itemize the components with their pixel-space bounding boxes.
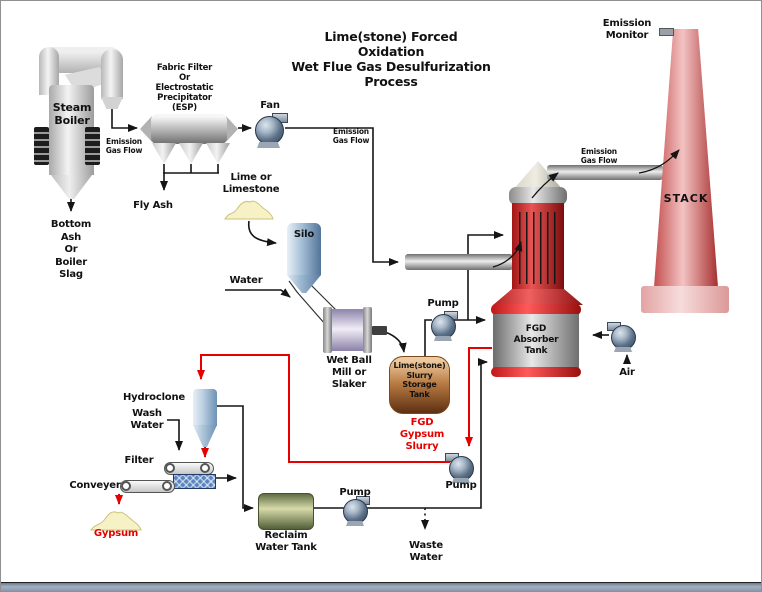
reclaim-pump-base xyxy=(346,521,364,526)
esp-hopper xyxy=(179,143,203,164)
boiler-ribs-right xyxy=(85,127,100,165)
emission-monitor-label: Emission Monitor xyxy=(602,18,652,41)
esp-hopper xyxy=(206,143,230,164)
slurry-tank-label: Lime(stone) Slurry Storage Tank xyxy=(393,361,446,399)
fan-base xyxy=(257,142,280,148)
filter-media xyxy=(173,474,216,489)
bottom-ash-label: Bottom Ash Or Boiler Slag xyxy=(50,219,92,280)
steam-boiler-label: Steam Boiler xyxy=(52,101,92,127)
mill-cap-left xyxy=(323,307,332,353)
hydroclone-label: Hydroclone xyxy=(123,392,185,403)
boiler-pipe-right xyxy=(101,49,123,99)
boiler-ribs-left xyxy=(34,127,49,165)
reclaim-pump-icon xyxy=(343,499,368,524)
waste-water-label: Waste Water xyxy=(409,540,443,563)
fly-ash-label: Fly Ash xyxy=(133,200,173,211)
slurry-pump-icon xyxy=(431,314,456,339)
absorber-skirt xyxy=(493,289,583,305)
pipe-water xyxy=(225,288,291,298)
filter-label: Filter xyxy=(124,455,154,466)
hydroclone-cone xyxy=(193,425,217,447)
conveyer-roller-left xyxy=(121,481,131,491)
pipe-absorber-to-gypsum-pump xyxy=(465,347,492,447)
slurry-pump-base xyxy=(434,336,452,341)
pipe-hopper-drains xyxy=(163,164,219,174)
esp-body xyxy=(151,114,227,144)
mill-shaft xyxy=(372,326,387,335)
stack-base xyxy=(641,286,729,313)
stack-body xyxy=(654,29,718,287)
silo-label: Silo xyxy=(293,229,315,240)
slurry-pump-label: Pump xyxy=(427,298,459,309)
emission-gas-flow-fan-label: Emission Gas Flow xyxy=(332,127,370,145)
conveyer-label: Conveyer xyxy=(69,480,121,491)
inlet-gas-duct xyxy=(405,254,513,270)
water-label: Water xyxy=(229,275,263,286)
esp-hopper xyxy=(152,143,176,164)
esp-tip-right xyxy=(226,116,238,142)
filter-roller-right xyxy=(200,463,210,473)
reclaim-water-tank xyxy=(258,493,314,530)
esp-label: Fabric Filter Or Electrostatic Precipita… xyxy=(155,63,214,113)
pipe-lime-to-silo xyxy=(247,220,277,247)
gypsum-label: Gypsum xyxy=(93,528,139,539)
gypsum-pump-label: Pump xyxy=(445,480,477,491)
gypsum-pump-icon xyxy=(449,456,474,481)
absorber-tower-tubes xyxy=(519,212,557,284)
silo-cone xyxy=(287,275,321,293)
gypsum-pile-icon xyxy=(90,511,142,531)
conveyer-roller-right xyxy=(162,481,172,491)
fan-label: Fan xyxy=(260,100,280,111)
air-blower-icon xyxy=(611,325,636,350)
wet-ball-mill-label: Wet Ball Mill or Slaker xyxy=(326,355,372,390)
air-blower-base xyxy=(614,347,632,352)
wash-water-label: Wash Water xyxy=(130,408,164,431)
emission-gas-flow-stack-label: Emission Gas Flow xyxy=(580,147,618,165)
fgd-gypsum-slurry-label: FGD Gypsum Slurry xyxy=(399,417,445,452)
bottom-frame-bar xyxy=(1,582,761,591)
mill-cap-right xyxy=(363,307,372,353)
boiler-cone xyxy=(51,175,92,199)
pipe-hydroclone-overflow xyxy=(217,405,254,512)
hydroclone-body xyxy=(193,389,217,426)
outlet-gas-duct xyxy=(547,165,663,180)
absorber-tank-bottom-band xyxy=(491,367,581,377)
boiler-pipe-cone xyxy=(101,97,123,109)
fan-icon xyxy=(255,116,284,145)
pipe-mill-to-slurry-tank xyxy=(384,331,407,353)
page-title: Lime(stone) Forced Oxidation Wet Flue Ga… xyxy=(291,29,491,89)
absorber-tank-top-band xyxy=(491,304,581,315)
stack-label: STACK xyxy=(663,192,709,205)
emission-gas-flow-boiler-label: Emission Gas Flow xyxy=(105,137,143,155)
limestone-pile-icon xyxy=(224,200,274,220)
air-label: Air xyxy=(619,367,635,378)
lime-or-limestone-label: Lime or Limestone xyxy=(222,172,280,195)
filter-roller-left xyxy=(165,463,175,473)
boiler-pipe-left xyxy=(39,47,59,95)
conveyer-belt xyxy=(120,480,175,493)
mill-body xyxy=(332,309,363,351)
absorber-tank-body xyxy=(493,314,579,368)
reclaim-pump-label: Pump xyxy=(339,487,371,498)
reclaim-water-tank-label: Reclaim Water Tank xyxy=(255,530,317,553)
emission-monitor-sensor xyxy=(659,28,674,36)
fgd-absorber-tank-label: FGD Absorber Tank xyxy=(513,324,559,356)
